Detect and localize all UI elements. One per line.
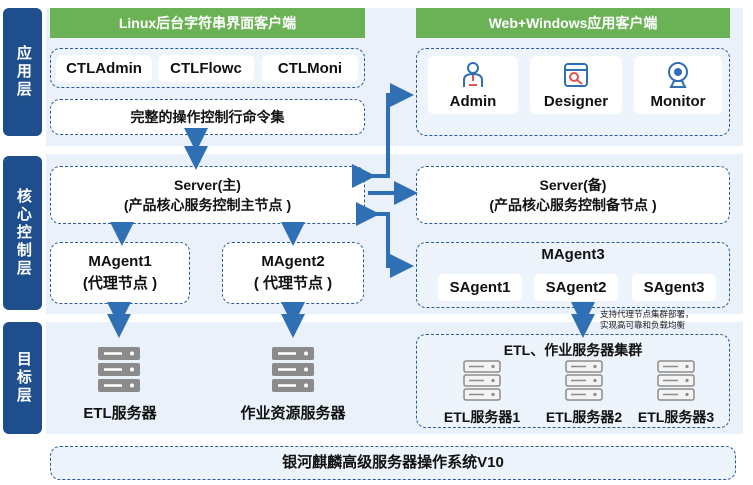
server-main-node[interactable]: Server(主) (产品核心服务控制主节点 ) <box>50 166 365 224</box>
etl-server-icon <box>98 347 140 392</box>
app-monitor-label: Monitor <box>650 93 706 110</box>
magent3-title: MAgent3 <box>541 246 605 263</box>
layer-label-core: 核心控制层 <box>3 156 42 310</box>
cluster-note-line2: 实现高可靠和负载均衡 <box>600 319 686 330</box>
command-set-box: 完整的操作控制行命令集 <box>50 99 365 135</box>
designer-icon <box>564 63 588 87</box>
web-client-header: Web+Windows应用客户端 <box>416 8 730 38</box>
cluster-server2-label: ETL服务器2 <box>545 409 623 425</box>
cluster-server3-icon <box>657 360 695 401</box>
server-backup-title: Server(备) <box>539 176 607 193</box>
server-main-subtitle: (产品核心服务控制主节点 ) <box>123 197 292 213</box>
job-resource-server-label: 作业资源服务器 <box>240 405 346 422</box>
os-bar-label: 银河麒麟高级服务器操作系统V10 <box>282 454 504 472</box>
app-monitor[interactable]: Monitor <box>634 56 722 114</box>
linux-client-header: Linux后台字符串界面客户端 <box>50 8 365 38</box>
sagent1[interactable]: SAgent1 <box>438 274 522 301</box>
monitor-webcam-icon <box>668 62 688 88</box>
os-bar: 银河麒麟高级服务器操作系统V10 <box>50 446 736 480</box>
cluster-server3-label: ETL服务器3 <box>637 409 715 425</box>
magent2-subtitle: ( 代理节点 ) <box>253 275 333 292</box>
magent1-title: MAgent1 <box>88 253 152 271</box>
tool-ctladmin[interactable]: CTLAdmin <box>56 55 152 82</box>
tool-ctlmoni[interactable]: CTLMoni <box>262 55 358 82</box>
magent2-node[interactable]: MAgent2 ( 代理节点 ) <box>222 242 364 304</box>
layer-label-target: 目标层 <box>3 322 42 434</box>
sagent2[interactable]: SAgent2 <box>534 274 618 301</box>
job-resource-server-icon <box>272 347 314 392</box>
cluster-server2-icon <box>565 360 603 401</box>
server-main-title: Server(主) <box>174 176 241 193</box>
cluster-server1-label: ETL服务器1 <box>443 409 521 425</box>
magent1-subtitle: (代理节点 ) <box>82 275 158 292</box>
etl-server-label: ETL服务器 <box>83 405 157 422</box>
cluster-title: ETL、作业服务器集群 <box>503 342 643 358</box>
server-backup-subtitle: (产品核心服务控制备节点 ) <box>489 197 657 213</box>
app-designer[interactable]: Designer <box>530 56 622 114</box>
cluster-server1-icon <box>463 360 501 401</box>
admin-user-icon <box>463 62 483 87</box>
cluster-note-line1: 支持代理节点集群部署， <box>600 309 694 319</box>
app-designer-label: Designer <box>543 93 609 110</box>
magent1-node[interactable]: MAgent1 (代理节点 ) <box>50 242 190 304</box>
sagent3[interactable]: SAgent3 <box>632 274 716 301</box>
server-backup-node[interactable]: Server(备) (产品核心服务控制备节点 ) <box>416 166 730 224</box>
app-admin-label: Admin <box>449 93 497 110</box>
command-set-label: 完整的操作控制行命令集 <box>130 108 285 125</box>
tool-ctlflowc[interactable]: CTLFlowc <box>158 55 254 82</box>
cluster-note: 支持代理节点集群部署， 实现高可靠和负载均衡 <box>600 309 740 330</box>
app-admin[interactable]: Admin <box>428 56 518 114</box>
magent2-title: MAgent2 <box>261 253 325 271</box>
layer-label-app: 应用层 <box>3 8 42 136</box>
